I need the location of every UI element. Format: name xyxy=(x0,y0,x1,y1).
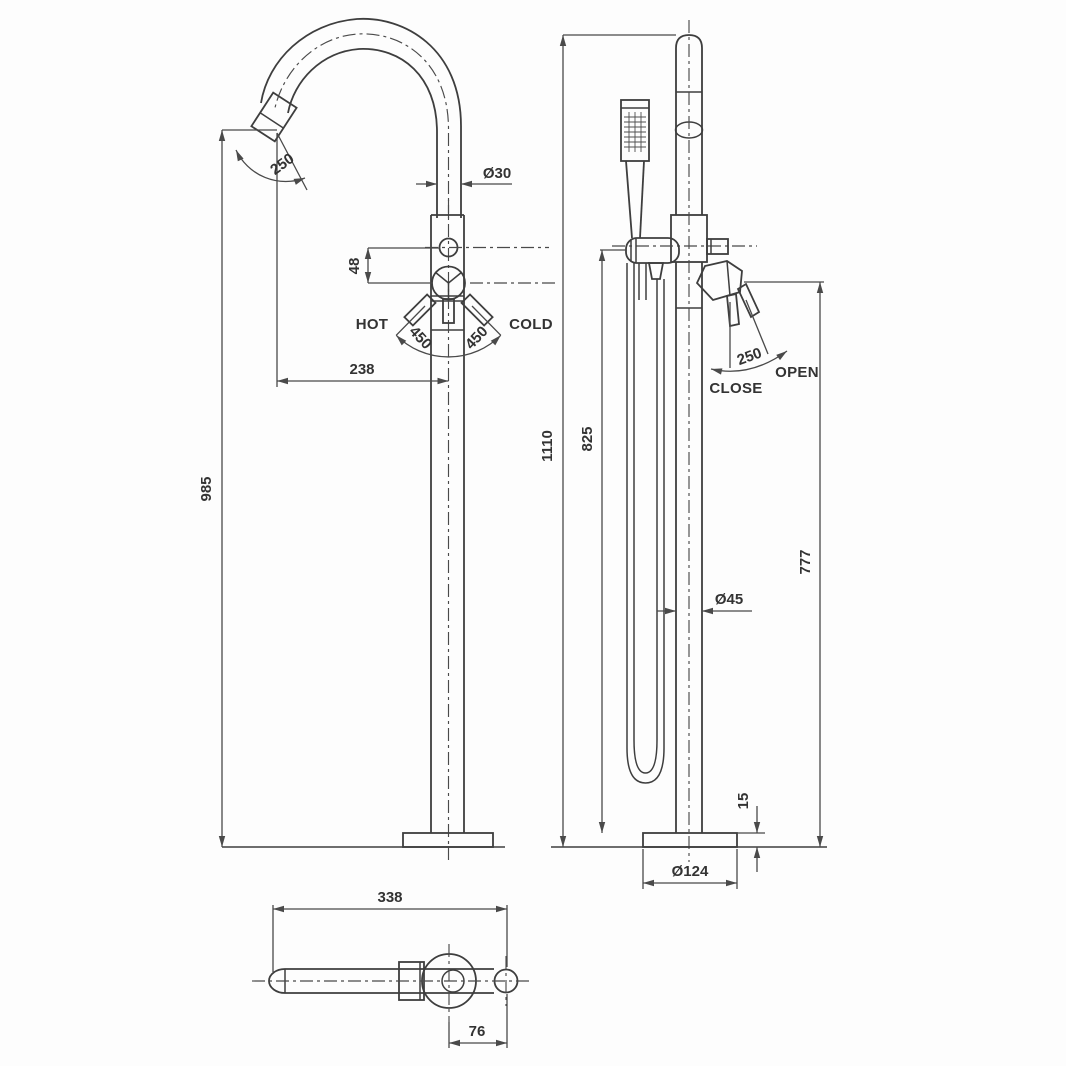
cold-label: COLD xyxy=(509,316,553,333)
dimension-spout-diameter: Ø30 xyxy=(416,165,512,188)
dimension-spout-swing: 250 xyxy=(235,132,308,191)
dimension-overall-height: 985 xyxy=(198,129,277,847)
base-thickness-label: 15 xyxy=(735,793,752,810)
side-view: 250 OPEN CLOSE 1110 825 777 xyxy=(539,20,827,889)
spout-outline xyxy=(250,17,462,218)
dimension-cartridge-spacing: 48 xyxy=(346,247,440,284)
hose-outlet-height-label: 825 xyxy=(579,426,596,451)
dimension-lever-height: 777 xyxy=(744,281,824,847)
lever-height-label: 777 xyxy=(797,549,814,574)
dimension-spout-offset: 76 xyxy=(448,994,508,1048)
overall-length-label: 338 xyxy=(377,889,402,906)
base-diameter-label: Ø124 xyxy=(672,863,709,880)
faucet-column xyxy=(430,200,465,860)
base-plate-side xyxy=(551,832,827,848)
cartridge-spacing-label: 48 xyxy=(346,258,363,275)
spout-offset-label: 76 xyxy=(469,1023,486,1040)
close-label: CLOSE xyxy=(709,380,762,397)
valve-plan xyxy=(252,944,532,1022)
riser-column xyxy=(612,20,757,862)
dimension-base-thickness: 15 xyxy=(735,793,765,872)
dimension-base-diameter: Ø124 xyxy=(642,849,738,889)
handle-assembly-front xyxy=(403,237,557,327)
cold-swing-label: 450 xyxy=(462,323,492,353)
handle-assembly-side xyxy=(695,260,761,328)
total-height-label: 1110 xyxy=(539,430,556,462)
hand-shower xyxy=(620,99,650,239)
spout-swing-label: 250 xyxy=(267,150,297,178)
overall-height-label: 985 xyxy=(198,476,215,501)
front-view: 985 238 250 Ø30 48 xyxy=(198,17,557,860)
hot-label: HOT xyxy=(356,316,389,333)
shower-hose xyxy=(626,263,665,784)
dimension-overall-length: 338 xyxy=(272,889,508,972)
dimension-hose-outlet-height: 825 xyxy=(579,249,626,833)
open-label: OPEN xyxy=(775,364,819,381)
spout-diameter-label: Ø30 xyxy=(483,165,511,182)
spout-reach-label: 238 xyxy=(349,361,374,378)
column-diameter-label: Ø45 xyxy=(715,591,743,608)
shower-holder xyxy=(625,237,729,280)
dimension-column-diameter: Ø45 xyxy=(657,591,752,615)
plan-view: 338 76 xyxy=(252,889,532,1048)
dimension-total-height: 1110 xyxy=(539,34,676,847)
base-plate-front xyxy=(222,832,505,848)
dimension-lever-swing: 250 OPEN CLOSE xyxy=(709,299,819,397)
